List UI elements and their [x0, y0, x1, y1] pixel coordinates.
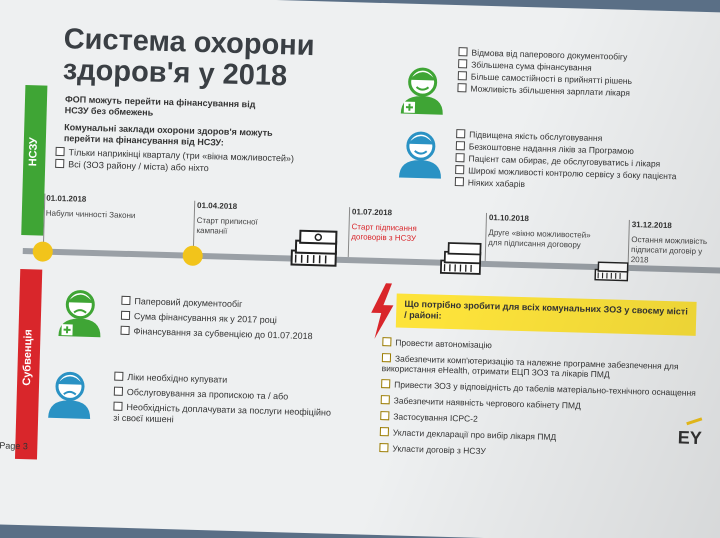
timeline-note: Набули чинності Закони [45, 208, 136, 221]
checkbox-icon [120, 325, 130, 336]
timeline-date: 01.07.2018 [351, 207, 393, 218]
checkbox-icon [379, 427, 390, 437]
timeline-dot [32, 241, 54, 262]
checkbox-icon [379, 443, 389, 453]
checkbox-icon [454, 177, 465, 187]
nszu-label: НСЗУ [27, 137, 40, 167]
patient-sad-icon [48, 371, 91, 419]
checkbox-icon [458, 59, 468, 69]
money-stack-icon [439, 242, 482, 275]
money-stack-icon [290, 229, 338, 267]
subvention-patient-list: Ліки необхідно купувати Обслуговування з… [113, 371, 332, 425]
timeline-note: Друге «вікно можливостей» для підписання… [488, 228, 591, 250]
checkbox-icon [113, 386, 124, 396]
page-number: Page 3 [0, 440, 29, 452]
timeline-note: Старт підписання договорів з НСЗУ [351, 222, 417, 243]
timeline-date: 31.12.2018 [631, 220, 672, 231]
patient-happy-icon [398, 131, 441, 179]
checkbox-icon [381, 379, 391, 389]
checkbox-icon [55, 158, 65, 169]
checkbox-icon [457, 71, 467, 81]
timeline-date: 01.10.2018 [488, 213, 530, 224]
timeline-connector [347, 207, 351, 258]
checkbox-icon [455, 141, 466, 151]
nszu-heading-1: ФОП можуть перейти на фінансування від Н… [64, 94, 256, 118]
checkbox-icon [458, 47, 468, 57]
money-stack-icon [594, 261, 629, 282]
todo-list: Провести автономізацію Забезпечити комп'… [379, 337, 720, 462]
todo-heading: Що потрібно зробити для всіх комунальних… [404, 298, 688, 321]
subvention-side-bar: Субвенція [14, 268, 43, 460]
checkbox-icon [455, 165, 465, 175]
doctor-benefits-list: Відмова від паперового документообігу Зб… [457, 47, 632, 98]
timeline-date: 01.01.2018 [46, 193, 87, 204]
timeline-event: 01.04.2018 Старт приписної кампанії [196, 201, 287, 238]
timeline-note: Старт приписної кампанії [196, 215, 258, 236]
checkbox-icon [55, 146, 65, 157]
timeline-event: 01.01.2018 Набули чинності Закони [46, 194, 137, 222]
nszu-heading-2: Комунальні заклади охорони здоров'я можу… [63, 122, 273, 148]
checkbox-icon [121, 295, 131, 306]
timeline-connector [484, 212, 488, 261]
subvention-doctor-list: Паперовий документообіг Сума фінансуванн… [120, 295, 313, 342]
subvention-label: Субвенція [21, 329, 35, 386]
checkbox-icon [381, 353, 392, 363]
checkbox-icon [455, 153, 465, 163]
timeline-connector [42, 193, 46, 249]
timeline-event: 01.07.2018 Старт підписання договорів з … [351, 207, 452, 245]
timeline-date: 01.04.2018 [196, 200, 238, 211]
timeline-note: Остання можливість підписати договір у 2… [630, 235, 708, 265]
page-title: Система охорони здоров'я у 2018 [62, 23, 316, 93]
timeline-event: 01.10.2018 Друге «вікно можливостей» для… [488, 213, 599, 251]
doctor-happy-icon [400, 67, 443, 115]
checkbox-icon [113, 401, 123, 411]
timeline-event: 31.12.2018 Остання можливість підписати … [631, 220, 720, 267]
checkbox-icon [380, 411, 390, 421]
doctor-sad-icon [58, 290, 101, 338]
checkbox-icon [456, 129, 466, 139]
checkbox-icon [114, 371, 124, 381]
patient-benefits-list: Підвищена якість обслуговування Безкошто… [454, 129, 678, 193]
timeline-dot [182, 245, 203, 267]
checkbox-icon [382, 337, 392, 347]
checkbox-icon [120, 310, 131, 321]
ey-logo: EY [677, 427, 703, 449]
todo-heading-box: Що потрібно зробити для всіх комунальних… [395, 293, 697, 336]
checkbox-icon [380, 395, 390, 405]
checkbox-icon [457, 83, 467, 93]
lightning-icon [371, 283, 394, 339]
